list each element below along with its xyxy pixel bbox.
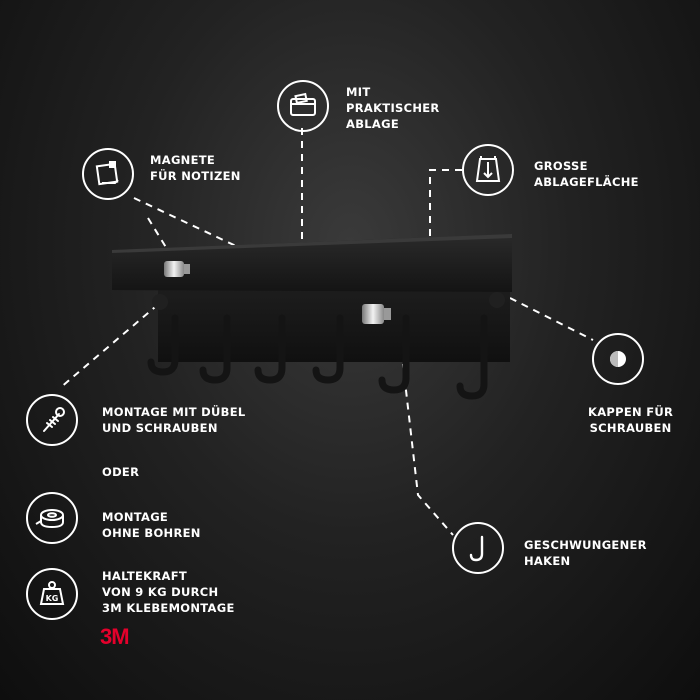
tray-icon — [277, 80, 329, 132]
screw-dowel-icon — [26, 394, 78, 446]
oder-label: ODER — [102, 465, 140, 479]
3m-logo: 3M — [100, 624, 130, 649]
weight-kg-icon: KG — [26, 568, 78, 620]
kg-text: KG — [45, 594, 59, 603]
hook-icon — [452, 522, 504, 574]
magnet — [164, 261, 190, 277]
notes-icon — [82, 148, 134, 200]
feature-flaeche: GROßEABLAGEFLÄCHE — [534, 159, 639, 189]
screw-cap-icon — [592, 333, 644, 385]
shelf-surface-icon — [462, 144, 514, 196]
magnet — [362, 304, 391, 324]
adhesive-tape-icon — [26, 492, 78, 544]
